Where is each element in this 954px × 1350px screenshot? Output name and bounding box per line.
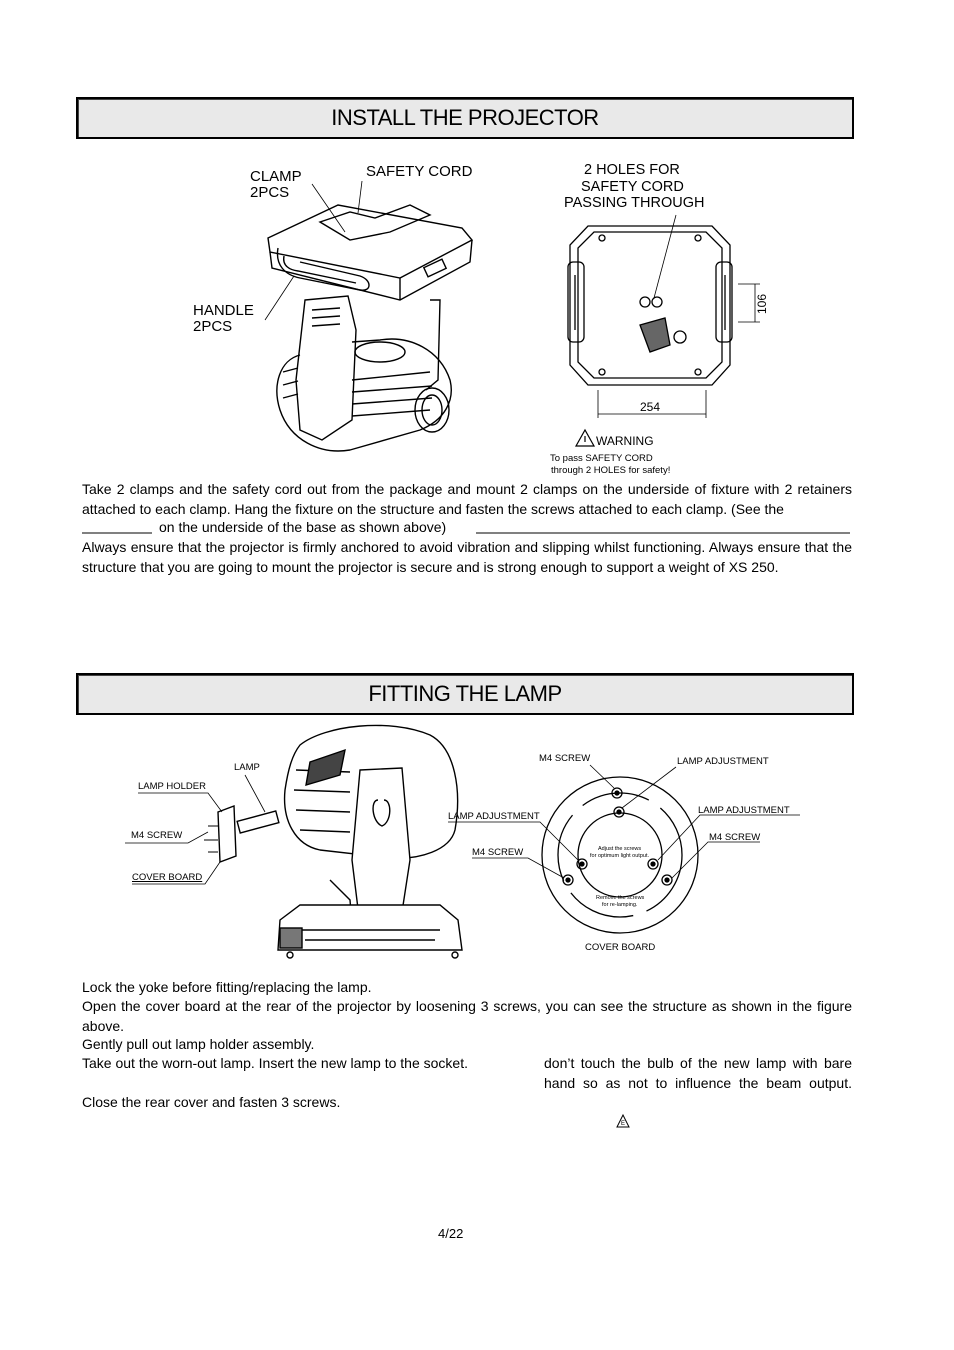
label-lamp: LAMP <box>234 762 260 773</box>
label-m4-screw-left: M4 SCREW <box>131 830 183 841</box>
label-lamp-holder: LAMP HOLDER <box>138 781 206 792</box>
warning-note-2: through 2 HOLES for safety! <box>551 465 671 476</box>
lamp-step-1: Lock the yoke before fitting/replacing t… <box>82 978 852 998</box>
section-title: INSTALL THE PROJECTOR <box>331 105 599 130</box>
inner-note-2a: Remove the screws <box>596 895 645 901</box>
install-paragraph-1: Take 2 clamps and the safety cord out fr… <box>82 480 852 519</box>
install-paragraph-1-tail: on the underside of the base as shown ab… <box>159 518 479 538</box>
label-handle-qty: 2PCS <box>193 318 233 335</box>
lamp-step-1-text: Lock the yoke before fitting/replacing t… <box>82 979 372 995</box>
lamp-step-4a: Take out the worn-out lamp. Insert the n… <box>82 1054 852 1074</box>
label-holes-1: 2 HOLES FOR <box>584 162 680 178</box>
lamp-step-2-text: Open the cover board at the rear of the … <box>82 998 852 1034</box>
warning-note-1: To pass SAFETY CORD <box>550 453 653 464</box>
label-holes-3: PASSING THROUGH <box>564 195 705 211</box>
lamp-step-5-text: Close the rear cover and fasten 3 screws… <box>82 1094 341 1110</box>
label-m4-screw-mid-left: M4 SCREW <box>472 847 524 858</box>
inner-note-1b: for optimum light output. <box>590 853 650 859</box>
install-text-2: Always ensure that the projector is firm… <box>82 539 852 575</box>
dim-width: 254 <box>640 400 661 414</box>
section-header-install: INSTALL THE PROJECTOR <box>76 97 854 139</box>
label-lamp-adjustment-left: LAMP ADJUSTMENT <box>448 811 540 822</box>
install-text-1-tail: on the underside of the base as shown ab… <box>159 519 447 535</box>
label-m4-screw-top: M4 SCREW <box>539 753 591 764</box>
label-safety-cord: SAFETY CORD <box>366 163 473 180</box>
lamp-step-3: Gently pull out lamp holder assembly. <box>82 1035 852 1055</box>
lamp-step-4b: don’t touch the bulb of the new lamp wit… <box>544 1054 852 1093</box>
label-warning: WARNING <box>596 434 654 448</box>
label-clamp: CLAMP <box>250 168 302 185</box>
lamp-step-5: Close the rear cover and fasten 3 screws… <box>82 1093 852 1113</box>
label-handle: HANDLE <box>193 302 254 319</box>
label-m4-screw-mid-right: M4 SCREW <box>709 832 761 843</box>
label-lamp-adjustment-top: LAMP ADJUSTMENT <box>677 756 769 767</box>
label-holes-2: SAFETY CORD <box>581 179 684 195</box>
inner-note-2b: for re-lamping. <box>602 902 638 908</box>
lamp-step-3-text: Gently pull out lamp holder assembly. <box>82 1036 315 1052</box>
page-number: 4/22 <box>438 1226 464 1241</box>
inner-note-1a: Adjust the screws <box>598 846 642 852</box>
install-text-1: Take 2 clamps and the safety cord out fr… <box>82 481 852 517</box>
section-header-lamp: FITTING THE LAMP <box>76 673 854 715</box>
label-lamp-adjustment-right: LAMP ADJUSTMENT <box>698 805 790 816</box>
section-title: FITTING THE LAMP <box>368 681 562 706</box>
warning-mark: E <box>621 1121 626 1127</box>
install-paragraph-2: Always ensure that the projector is firm… <box>82 538 852 577</box>
lamp-step-4b-text: don’t touch the bulb of the new lamp wit… <box>544 1055 852 1091</box>
label-cover-board-bottom: COVER BOARD <box>585 942 656 953</box>
lamp-step-2: Open the cover board at the rear of the … <box>82 997 852 1036</box>
lamp-step-4a-text: Take out the worn-out lamp. Insert the n… <box>82 1055 468 1071</box>
label-cover-board-left: COVER BOARD <box>132 872 203 883</box>
label-clamp-qty: 2PCS <box>250 184 290 201</box>
